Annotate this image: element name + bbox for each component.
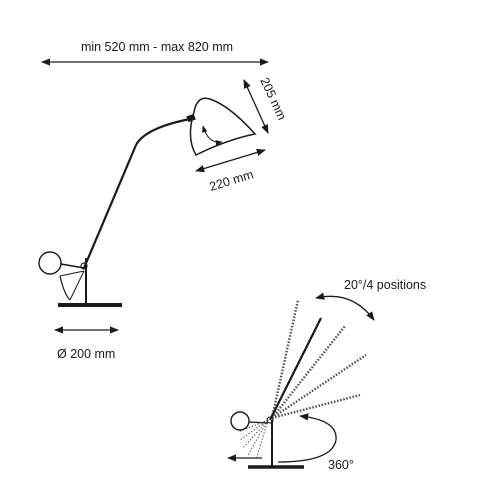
tilt-position-4 (271, 393, 361, 420)
lamp-upper-arm (135, 117, 191, 146)
tilt-fan (237, 419, 269, 461)
shade-width-dimension: 220 mm (195, 148, 266, 194)
rotation-arrow (277, 413, 337, 463)
tilt-lamp-arm (269, 317, 322, 421)
hinge-joint (80, 262, 88, 270)
tilt-label: 20°/4 positions (344, 278, 426, 292)
tilt-position-3 (271, 354, 367, 419)
tilt-counterweight-ball (230, 411, 250, 431)
counterweight-ball (38, 251, 62, 275)
tilt-position-1 (270, 299, 300, 419)
tilt-position-2 (271, 325, 346, 419)
shade-width-label: 220 mm (208, 167, 255, 194)
tilt-arc (59, 275, 71, 301)
shade-height-arrow (243, 79, 269, 134)
lamp-side-view (38, 97, 257, 307)
base-diameter-dimension: Ø 200 mm (54, 326, 119, 361)
base-diameter-label: Ø 200 mm (57, 347, 115, 361)
shade-width-arrow (195, 148, 266, 173)
rotation-dimension: 360° (227, 413, 354, 472)
tilt-dimension: 20°/4 positions (315, 278, 426, 321)
shade-height-label: 205 mm (257, 75, 289, 122)
lamp-shade (189, 97, 257, 156)
rotation-label: 360° (328, 458, 354, 472)
shade-height-dimension: 205 mm (243, 75, 289, 134)
shade-rotation-arrow (201, 125, 223, 146)
reach-label: min 520 mm - max 820 mm (81, 40, 233, 54)
tilt-arrow (315, 292, 375, 321)
reach-dimension: min 520 mm - max 820 mm (41, 40, 269, 66)
lamp-arm (82, 144, 138, 269)
lamp-tilt-view (230, 299, 367, 469)
